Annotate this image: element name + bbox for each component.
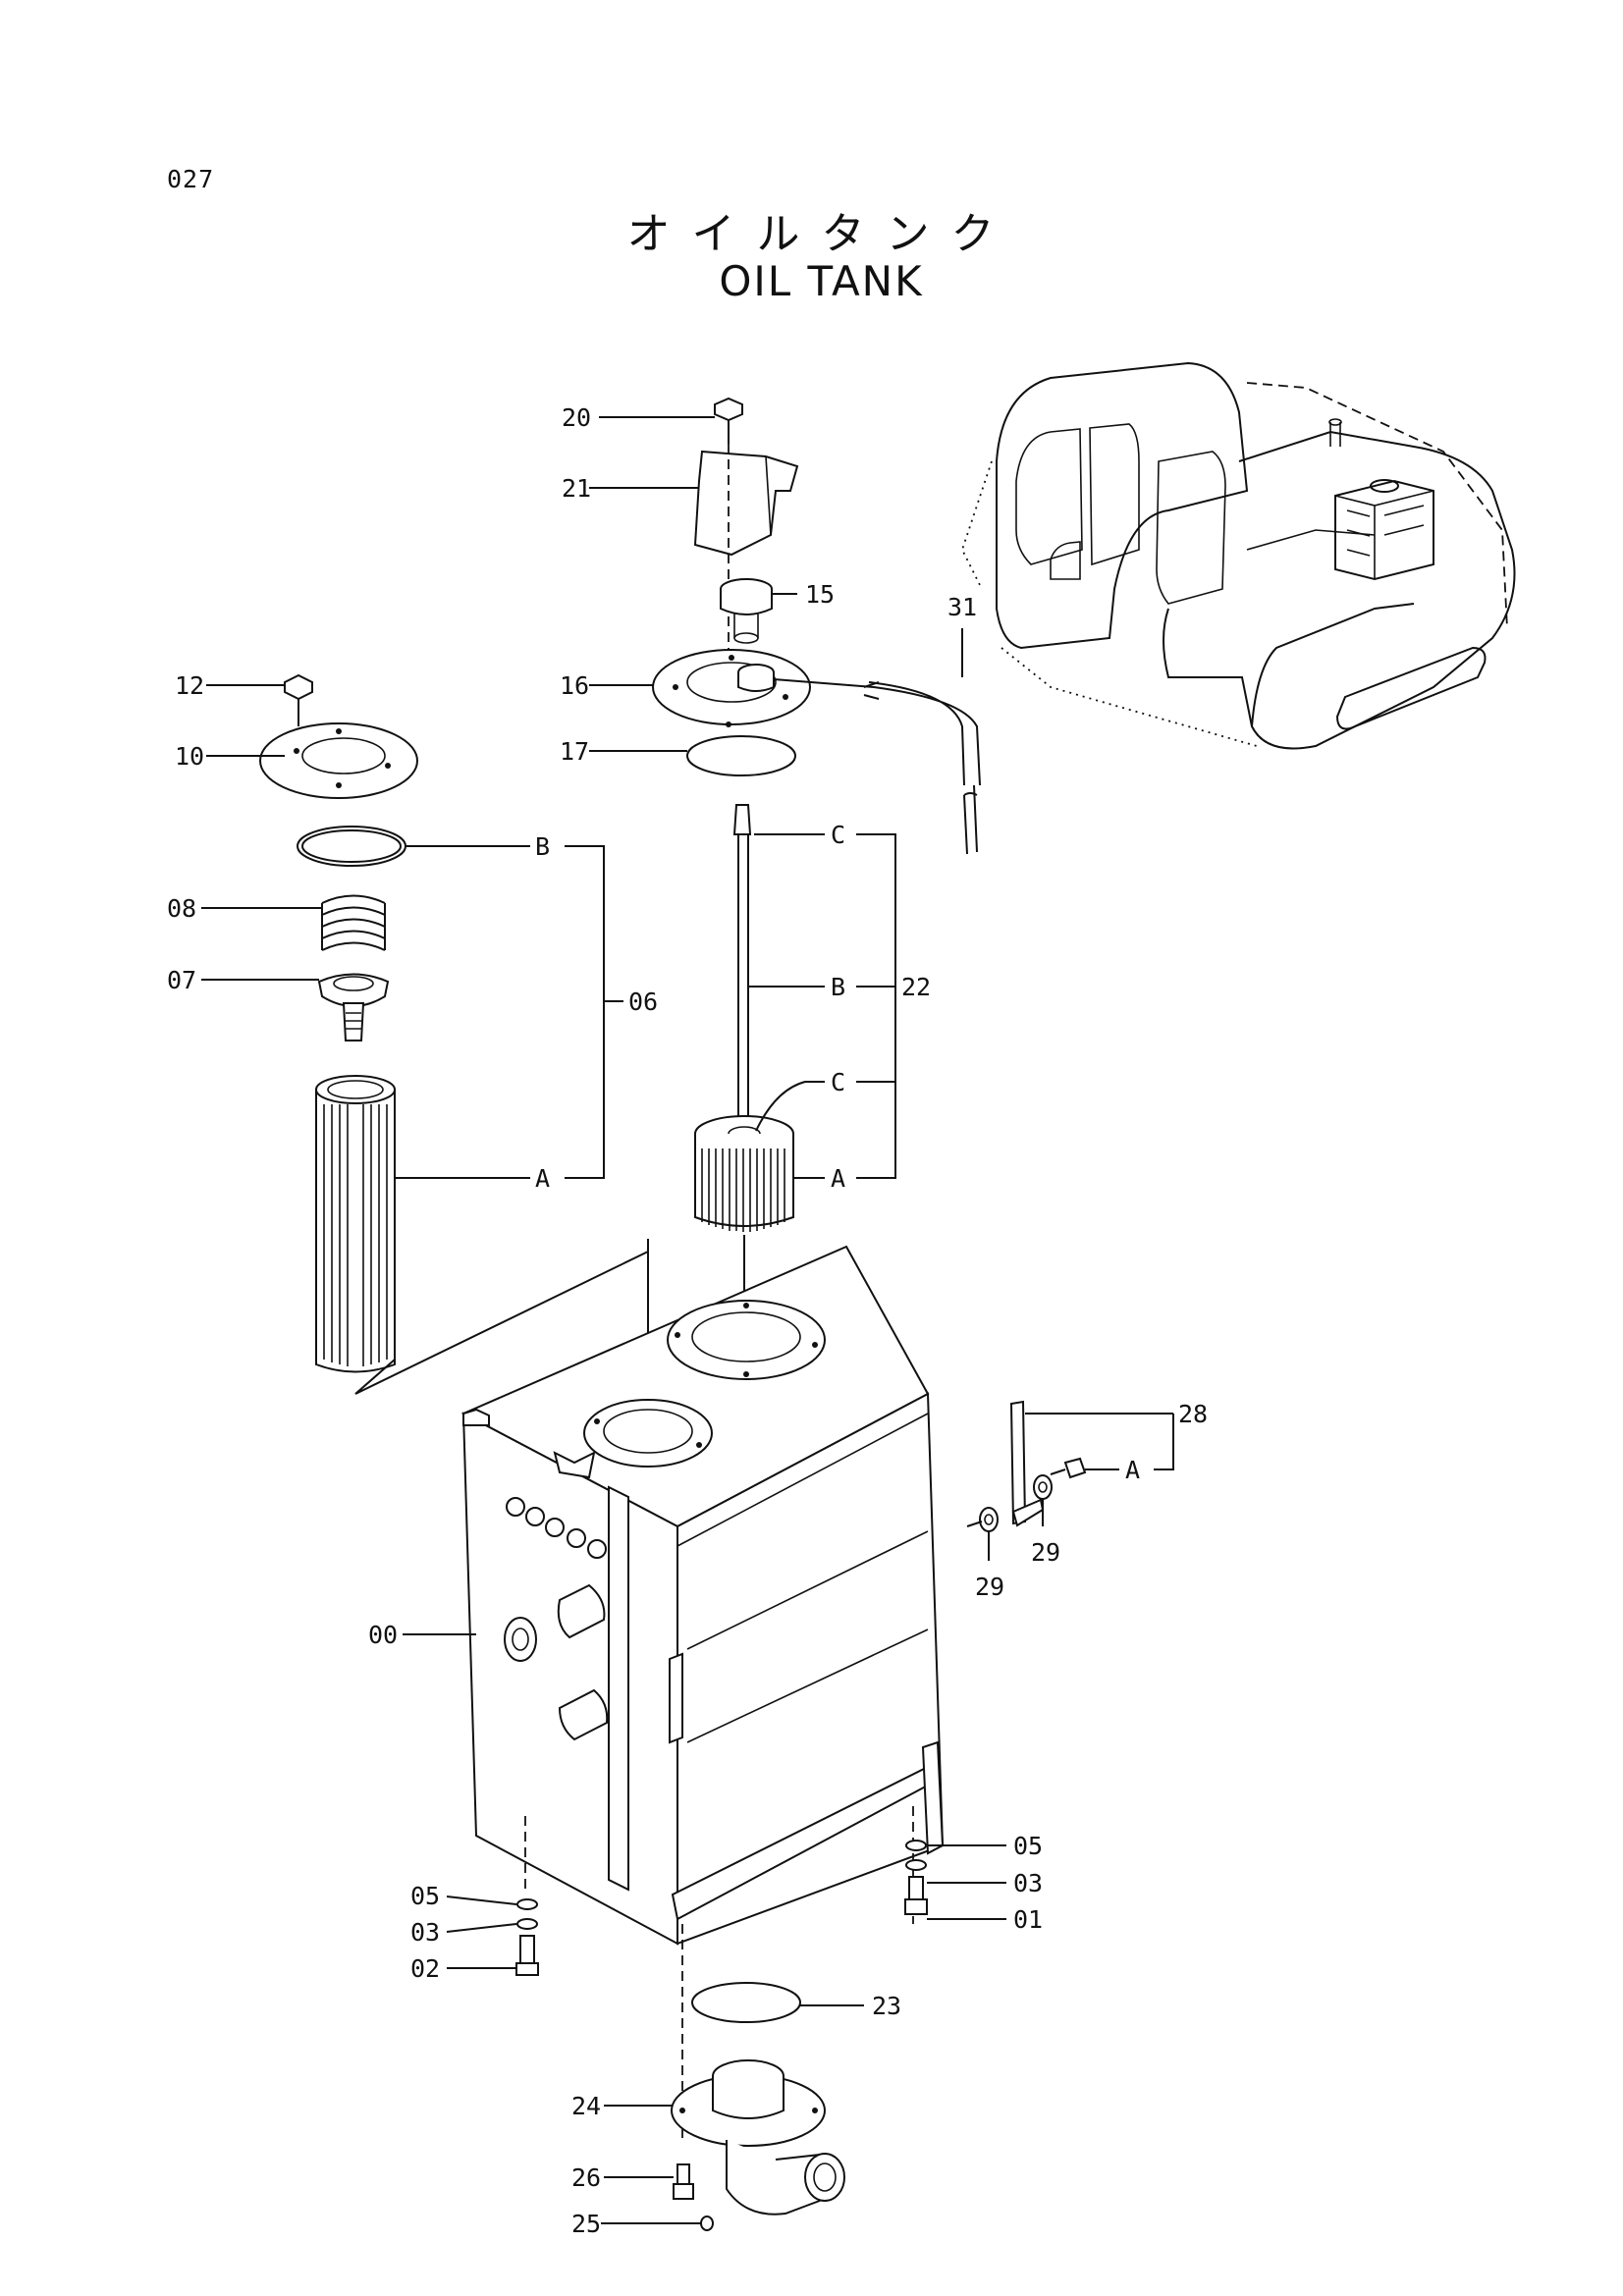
callout-25: 25	[571, 2210, 601, 2238]
tank-side-ports	[504, 1497, 609, 1741]
suction-strainer-assembly	[652, 397, 981, 1330]
diagram-title-japanese: オイルタンク	[626, 209, 1016, 259]
return-filter-assembly	[259, 673, 649, 1418]
label-22-C-top: C	[831, 821, 845, 849]
callout-leaders	[201, 416, 1174, 2224]
label-28-A: A	[1125, 1456, 1140, 1484]
oil-tank-body	[460, 1245, 945, 2140]
label-06-A: A	[535, 1164, 550, 1193]
callout-20: 20	[562, 403, 591, 432]
callout-21: 21	[562, 474, 591, 503]
callout-01: 01	[1013, 1905, 1043, 1934]
callout-07: 07	[167, 966, 196, 994]
callout-06: 06	[628, 988, 658, 1016]
label-22-A: A	[831, 1164, 845, 1193]
page-number: 027	[167, 165, 215, 193]
bracket-assembly	[966, 1400, 1087, 1532]
callout-08: 08	[167, 894, 196, 923]
label-22-C-mid: C	[831, 1068, 845, 1096]
callout-labels: 20 21 15 16 17 31 12 10 08 07 06 B A C B…	[167, 403, 1208, 2238]
label-06-B: B	[535, 832, 550, 861]
callout-24: 24	[571, 2092, 601, 2120]
callout-10: 10	[175, 742, 204, 771]
callout-05-right: 05	[1013, 1832, 1043, 1860]
callout-29-left: 29	[975, 1573, 1004, 1601]
callout-31: 31	[947, 593, 977, 621]
excavator-locator-illustration	[961, 361, 1516, 750]
callout-12: 12	[175, 671, 204, 700]
callout-28: 28	[1178, 1400, 1208, 1428]
callout-23: 23	[872, 1992, 901, 2020]
callout-03-left: 03	[410, 1918, 440, 1947]
callout-02: 02	[410, 1954, 440, 1983]
callout-29-right: 29	[1031, 1538, 1060, 1567]
label-22-B: B	[831, 973, 845, 1001]
right-mounting-hardware	[904, 1840, 928, 1915]
diagram-title-english: OIL TANK	[719, 257, 924, 305]
callout-22: 22	[901, 973, 931, 1001]
callout-05-left: 05	[410, 1882, 440, 1910]
callout-00: 00	[368, 1621, 398, 1649]
callout-16: 16	[560, 671, 589, 700]
callout-26: 26	[571, 2163, 601, 2192]
callout-03-right: 03	[1013, 1869, 1043, 1897]
drain-elbow-assembly	[671, 1982, 845, 2231]
left-mounting-hardware	[515, 1898, 539, 1976]
callout-17: 17	[560, 737, 589, 766]
callout-15: 15	[805, 580, 835, 609]
